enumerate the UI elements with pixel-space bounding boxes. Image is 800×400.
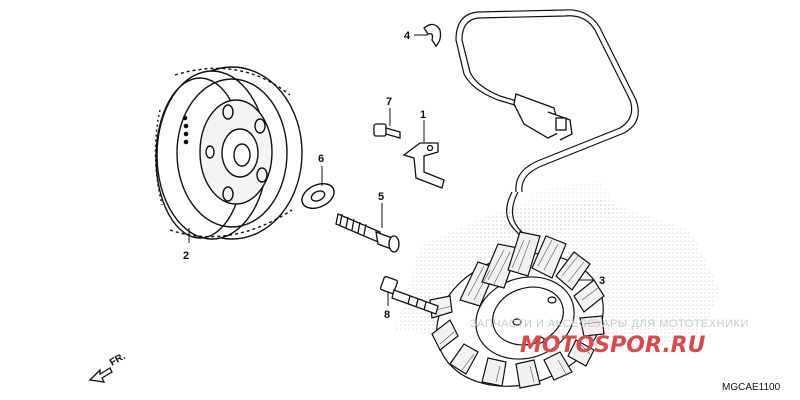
front-arrow-icon [88,367,113,383]
callout-6: 6 [318,153,324,165]
clip-part-4 [423,23,442,48]
callout-4: 4 [404,30,411,42]
callout-3: 3 [599,275,605,287]
callout-5: 5 [378,191,384,203]
site-watermark: ЗАПЧАСТИ И АКСЕССУАРЫ ДЛЯ МОТОТЕХНИКИ MO… [470,318,749,358]
callout-2: 2 [183,250,189,262]
bolt-part-5 [335,213,400,253]
callout-8: 8 [384,309,390,321]
washer-part-6 [301,183,335,209]
front-direction-indicator: FR. [88,351,128,383]
direction-label: FR. [108,351,128,369]
bolt-part-8 [379,275,439,315]
stator-part-3 [429,231,605,389]
flywheel-part-2 [154,66,303,240]
watermark-logo: MOTOSPOR.RU [520,333,706,358]
diagram-code: MGCAE1100 [722,382,781,393]
callouts: 1 2 3 4 5 6 7 8 [183,30,605,321]
watermark-text: ЗАПЧАСТИ И АКСЕССУАРЫ ДЛЯ МОТОТЕХНИКИ [470,318,749,330]
leader-lines [188,34,594,306]
callout-1: 1 [420,109,426,121]
callout-7: 7 [386,96,392,108]
bolt-part-7 [373,123,401,139]
wire-connector [513,93,573,141]
bracket-part-1 [402,142,445,189]
